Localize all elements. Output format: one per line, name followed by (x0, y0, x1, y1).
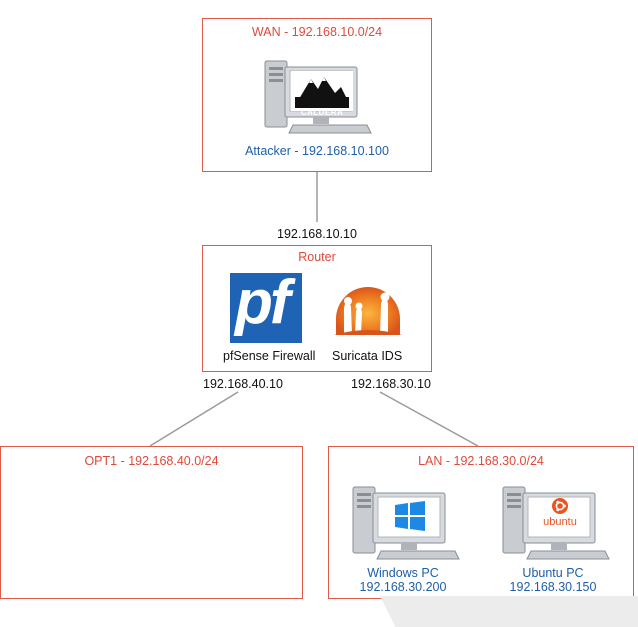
windows-computer (351, 483, 461, 563)
windows-logo-icon (395, 501, 425, 531)
wan-zone-title: WAN - 192.168.10.0/24 (251, 25, 383, 39)
attacker-label: Attacker - 192.168.10.100 (245, 144, 389, 158)
ubuntu-computer: ubuntu (501, 483, 611, 563)
caldera-logo-text: CALDERA (300, 108, 344, 117)
decorative-shadow (380, 596, 638, 627)
lan-zone: LAN - 192.168.30.0/24 Windows PC 192.168… (328, 446, 634, 599)
wan-zone: WAN - 192.168.10.0/24 CALDERA Attacker -… (202, 18, 432, 172)
windows-pc-ip: 192.168.30.200 (359, 580, 447, 594)
opt1-zone-title: OPT1 - 192.168.40.0/24 (84, 454, 219, 468)
router-wan-ip: 192.168.10.10 (277, 227, 357, 241)
lan-zone-title: LAN - 192.168.30.0/24 (418, 454, 544, 468)
windows-pc-name: Windows PC (367, 566, 439, 580)
pfsense-label: pfSense Firewall (223, 349, 316, 363)
pfsense-logo-text: pf (235, 273, 291, 337)
ubuntu-pc-ip: 192.168.30.150 (509, 580, 597, 594)
pfsense-logo-icon: pf (230, 273, 302, 343)
router-opt-ip: 192.168.40.10 (203, 377, 283, 391)
link-router-lan (379, 391, 479, 447)
router-zone: Router pf pfSense Firewall Suricata IDS (202, 245, 432, 372)
router-zone-title: Router (298, 250, 336, 264)
link-router-opt1 (149, 391, 239, 447)
computer-icon (352, 486, 460, 560)
suricata-label: Suricata IDS (332, 349, 403, 363)
attacker-computer: CALDERA (263, 57, 373, 137)
computer-icon (502, 486, 610, 560)
suricata-logo-icon (334, 287, 402, 335)
router-lan-ip: 192.168.30.10 (351, 377, 431, 391)
opt1-zone: OPT1 - 192.168.40.0/24 (0, 446, 303, 599)
ubuntu-logo-text: ubuntu (543, 516, 577, 528)
caldera-logo-icon (291, 71, 353, 111)
ubuntu-pc-name: Ubuntu PC (522, 566, 584, 580)
ubuntu-logo-icon (552, 498, 568, 514)
